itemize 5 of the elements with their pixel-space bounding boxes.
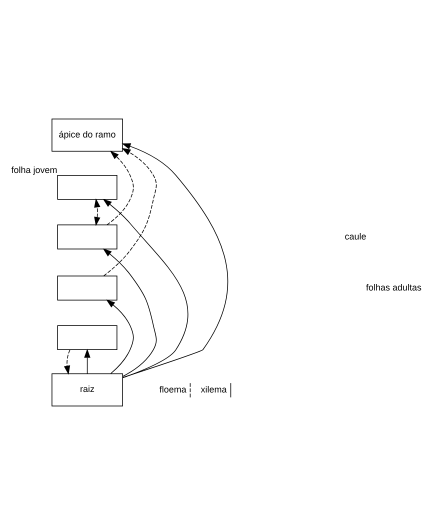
- node-label: folha jovem: [11, 164, 58, 175]
- legend-label: xilema: [200, 384, 227, 395]
- label: folhas adultas: [366, 282, 422, 292]
- label: caule: [344, 231, 366, 242]
- legend-label: floema: [159, 384, 186, 395]
